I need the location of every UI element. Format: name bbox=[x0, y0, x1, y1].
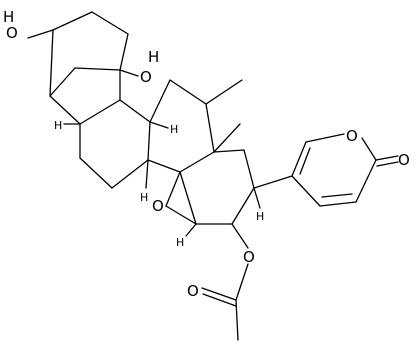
bond-c9-h bbox=[149, 121, 169, 129]
bond-ep-h bbox=[185, 223, 197, 237]
bond-c8-h bbox=[145, 159, 149, 189]
bond-c18-methyl bbox=[213, 123, 241, 153]
ring-a-bonds bbox=[49, 11, 129, 97]
atom-label-h-epoxide: H bbox=[176, 236, 184, 249]
atom-label-h17: H bbox=[256, 210, 264, 223]
atom-label-o16: O bbox=[243, 248, 255, 266]
bond-c17-c20 bbox=[253, 175, 293, 189]
lactone-carbonyl bbox=[375, 155, 399, 167]
acetate-bonds bbox=[201, 223, 249, 341]
atom-label-o14: O bbox=[140, 68, 152, 86]
lactone-ring-bonds bbox=[291, 133, 377, 207]
atom-label-o-lactone-carbonyl: O bbox=[398, 151, 410, 169]
ring-d-bonds bbox=[165, 149, 255, 225]
atom-label-h5: H bbox=[54, 119, 62, 132]
ring-b-bonds bbox=[49, 69, 151, 189]
atom-label-h3: H bbox=[3, 8, 14, 26]
atom-label-h8: H bbox=[140, 191, 148, 204]
atom-label-h14: H bbox=[148, 48, 159, 66]
atom-label-o-lactone-ring: O bbox=[346, 127, 358, 145]
atom-label-h9: H bbox=[170, 123, 178, 136]
bond-c3-o bbox=[27, 29, 54, 39]
atom-label-o-acetyl-carbonyl: O bbox=[187, 282, 199, 300]
bond-c10-o bbox=[119, 69, 139, 77]
atom-label-o3: O bbox=[6, 24, 18, 42]
ring-c-bonds bbox=[147, 79, 243, 173]
atom-label-o-epoxide: O bbox=[152, 197, 164, 215]
bond-c17-h bbox=[253, 187, 261, 209]
